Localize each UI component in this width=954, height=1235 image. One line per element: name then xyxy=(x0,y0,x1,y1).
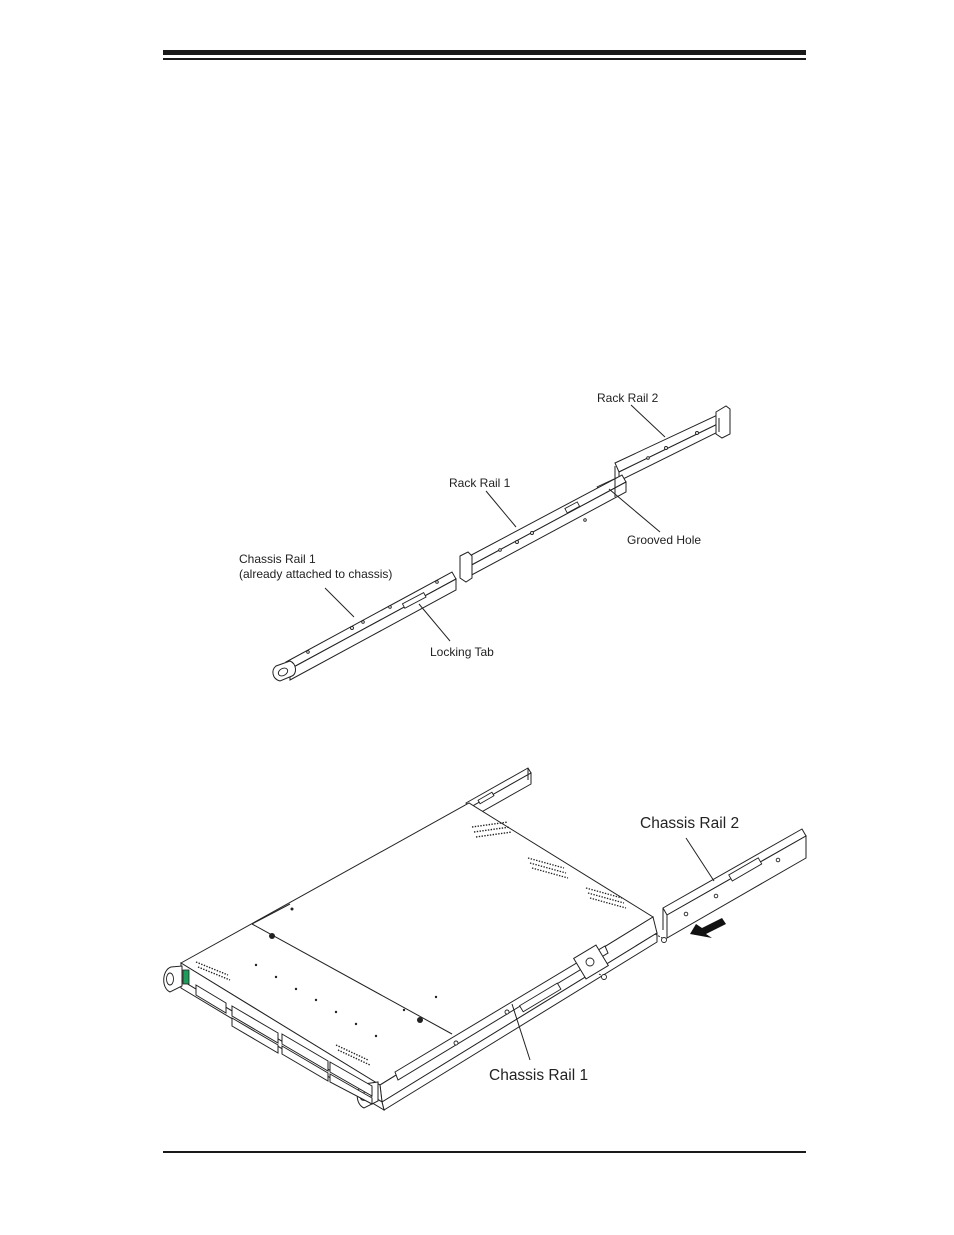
status-led-panel xyxy=(183,970,189,984)
chassis-rail-1-drawing xyxy=(273,572,456,681)
leader-chassis-rail-1 xyxy=(325,588,354,617)
label-locking-tab: Locking Tab xyxy=(430,645,494,659)
label-chassis-rail-1-bottom: Chassis Rail 1 xyxy=(489,1067,588,1084)
label-chassis-rail-2: Chassis Rail 2 xyxy=(640,815,739,832)
chassis-illustration: Chassis Rail 2 Chassis Rail 1 xyxy=(164,768,806,1110)
leader-rack-rail-2 xyxy=(631,405,665,437)
leader-locking-tab xyxy=(419,604,450,641)
chassis-rail-2-drawing xyxy=(663,829,806,938)
label-chassis-rail-1-note: (already attached to chassis) xyxy=(239,567,392,581)
leader-rack-rail-1 xyxy=(486,491,516,527)
label-grooved-hole: Grooved Hole xyxy=(627,533,701,547)
leader-chassis-rail-2 xyxy=(686,838,714,881)
label-rack-rail-2: Rack Rail 2 xyxy=(597,391,659,405)
chassis-top-cover xyxy=(181,803,653,1085)
label-rack-rail-1: Rack Rail 1 xyxy=(449,476,511,490)
footer-rule xyxy=(163,1151,806,1153)
rail-assembly-illustration: Rack Rail 2 Rack Rail 1 Grooved Hole Cha… xyxy=(239,391,730,681)
leader-grooved-hole xyxy=(609,489,660,532)
label-chassis-rail-1: Chassis Rail 1 xyxy=(239,552,316,566)
